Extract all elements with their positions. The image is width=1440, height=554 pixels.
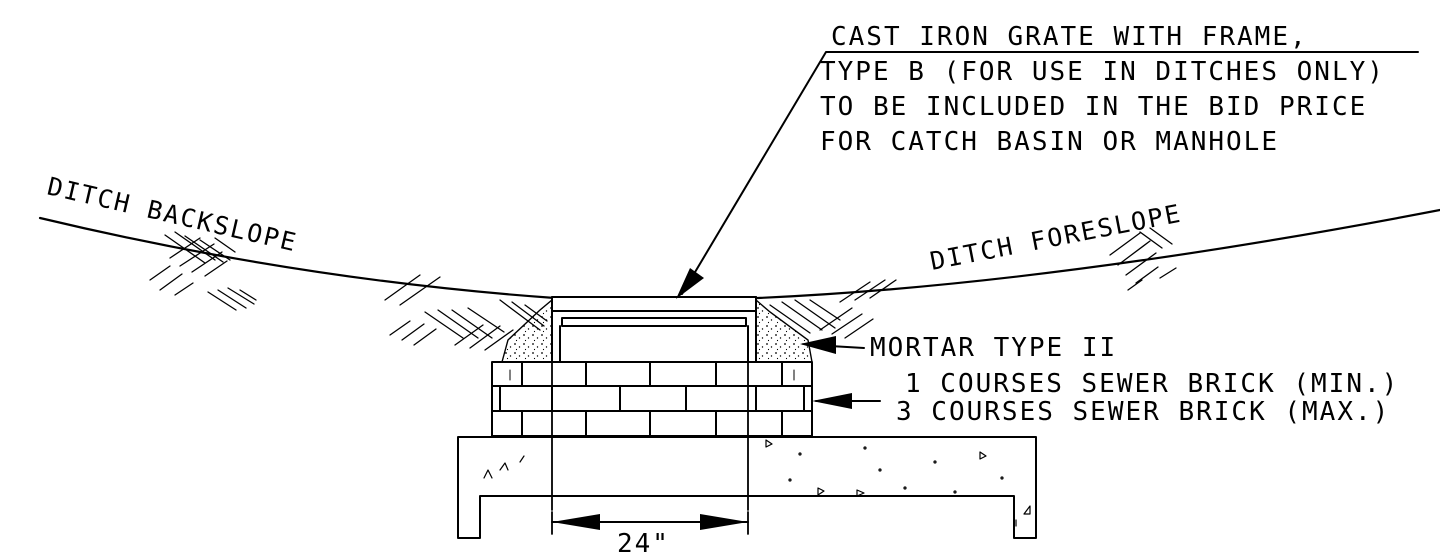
mortar-left bbox=[501, 298, 553, 363]
brick-leader bbox=[812, 393, 881, 409]
brick-callout: 1 COURSES SEWER BRICK (MIN.) 3 COURSES S… bbox=[896, 369, 1399, 427]
dimension-24 bbox=[551, 511, 749, 535]
grate-label-line4: FOR CATCH BASIN OR MANHOLE bbox=[820, 127, 1279, 157]
dimension-label: 24" bbox=[617, 529, 670, 554]
concrete-base bbox=[457, 361, 1037, 539]
ditch-foreslope-label: DITCH FORESLOPE bbox=[928, 199, 1185, 276]
soil-hatch-backslope bbox=[149, 231, 548, 351]
grate-callout: CAST IRON GRATE WITH FRAME, TYPE B (FOR … bbox=[820, 22, 1385, 157]
grate-label-line1: CAST IRON GRATE WITH FRAME, bbox=[831, 22, 1308, 52]
ditch-backslope-label: DITCH BACKSLOPE bbox=[45, 172, 301, 258]
soil-hatch-foreslope bbox=[769, 227, 1177, 339]
concrete-aggregate bbox=[483, 439, 1031, 527]
mortar-leader bbox=[800, 336, 865, 354]
grate-leader bbox=[676, 51, 1419, 299]
sewer-brick-courses bbox=[491, 361, 813, 437]
mortar-right bbox=[755, 298, 813, 363]
grate-label-line3: TO BE INCLUDED IN THE BID PRICE bbox=[820, 92, 1367, 122]
grate-label-line2: TYPE B (FOR USE IN DITCHES ONLY) bbox=[820, 57, 1385, 87]
brick-min-label: 1 COURSES SEWER BRICK (MIN.) bbox=[905, 369, 1399, 399]
cast-iron-grate bbox=[551, 296, 757, 363]
brick-max-label: 3 COURSES SEWER BRICK (MAX.) bbox=[896, 397, 1390, 427]
mortar-label: MORTAR TYPE II bbox=[870, 333, 1117, 363]
